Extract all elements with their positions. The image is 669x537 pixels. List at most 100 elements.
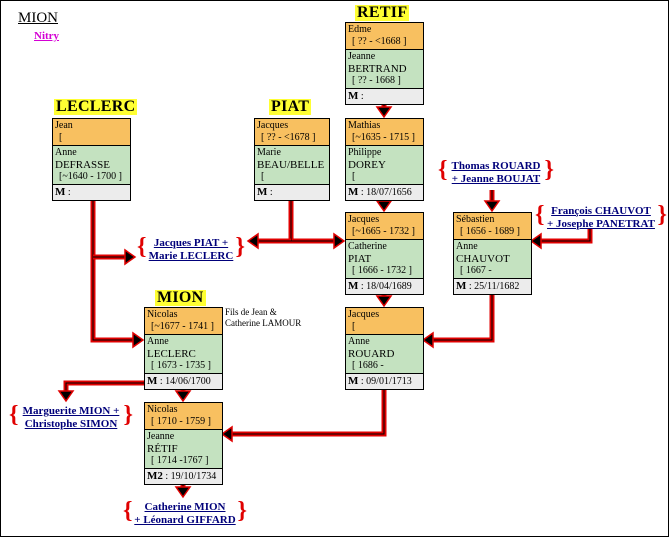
wife-first-name: Anne <box>348 336 370 347</box>
wife-first-name: Philippe <box>348 147 382 158</box>
marriage-date: : <box>267 187 273 198</box>
ancestor-link[interactable]: + Josephe PANETRAT <box>547 218 655 230</box>
right-brace-icon: } <box>237 498 247 524</box>
wife-dates: [ ?? - 1668 ] <box>352 75 401 86</box>
husband-dates: [ 1656 - 1689 ] <box>460 226 520 237</box>
marriage-row: M : 18/07/1656 <box>346 185 423 200</box>
wife-first-name: Anne <box>55 147 77 158</box>
sibling-link[interactable]: Christophe SIMON <box>24 418 118 430</box>
marriage-date: : 19/10/1734 <box>162 471 217 482</box>
arrow-left-icon <box>220 425 233 443</box>
husband-name: Mathias <box>348 120 381 131</box>
connector-leclerc-anne-core <box>92 189 134 341</box>
right-brace-icon: } <box>544 157 554 183</box>
right-brace-icon: } <box>657 202 667 228</box>
arrow-left-icon <box>529 232 542 250</box>
arrow-left-icon <box>246 232 259 250</box>
marriage-date: : 18/04/1689 <box>358 281 412 292</box>
marriage-row: M : 18/04/1689 <box>346 279 423 294</box>
husband-dates: [~1635 - 1715 ] <box>352 132 415 143</box>
marriage-date: : 25/11/1682 <box>466 281 520 292</box>
link-mion-giffard: { Catherine MION + Léonard GIFFARD } <box>123 498 247 527</box>
husband-dates: [~1665 - 1732 ] <box>352 226 415 237</box>
husband-cell: Nicolas[~1677 - 1741 ] <box>145 308 222 335</box>
marriage-label: M <box>348 280 359 292</box>
sibling-link[interactable]: Marguerite MION + <box>22 405 120 417</box>
arrow-down-icon <box>483 200 501 213</box>
parents-note: Fils de Jean & Catherine LAMOUR <box>225 307 301 329</box>
arrow-right-icon <box>124 248 137 266</box>
sibling-link[interactable]: Marie LECLERC <box>148 250 234 262</box>
wife-dates: [ <box>261 171 265 182</box>
arrow-down-icon <box>375 200 393 213</box>
wife-last-name: ROUARD <box>348 348 395 360</box>
husband-dates: [ <box>59 132 63 143</box>
husband-cell: Jacques[~1665 - 1732 ] <box>346 213 423 240</box>
marriage-row: M : <box>346 89 423 104</box>
marriage-label: M <box>257 186 268 198</box>
ancestor-link[interactable]: François CHAUVOT <box>551 205 651 217</box>
husband-name: Jacques <box>348 309 380 320</box>
ancestor-link[interactable]: Thomas ROUARD <box>451 160 541 172</box>
subtitle-link-nitry[interactable]: Nitry <box>34 30 60 42</box>
husband-name: Nicolas <box>147 404 178 415</box>
arrow-right-icon <box>132 331 145 349</box>
marriage-date: : 09/01/1713 <box>358 376 412 387</box>
marriage-row: M : 09/01/1713 <box>346 374 423 389</box>
husband-name: Jacques <box>348 214 380 225</box>
marriage-label: M <box>456 280 467 292</box>
family-label-mion: MION <box>155 289 206 306</box>
marriage-label: M <box>147 375 158 387</box>
husband-dates: [~1677 - 1741 ] <box>151 321 214 332</box>
left-brace-icon: { <box>9 402 19 428</box>
marriage-date: : 14/06/1700 <box>157 376 211 387</box>
sibling-link[interactable]: Jacques PIAT + <box>153 237 229 249</box>
ancestor-link[interactable]: + Jeanne BOUJAT <box>451 173 541 185</box>
link-chauvot-panetrat: { François CHAUVOT + Josephe PANETRAT } <box>535 202 667 231</box>
husband-cell: Jacques[ ?? - <1678 ] <box>255 119 329 146</box>
marriage-label: M <box>348 186 359 198</box>
wife-dates: [ 1714 -1767 ] <box>151 455 209 466</box>
wife-dates: [ 1673 - 1735 ] <box>151 360 211 371</box>
wife-first-name: Anne <box>456 241 478 252</box>
family-label-leclerc: LECLERC <box>54 98 138 115</box>
wife-dates: [ <box>352 171 356 182</box>
husband-cell: Jacques[ <box>346 308 423 335</box>
husband-name: Jean <box>55 120 73 131</box>
wife-last-name: RÉTIF <box>147 443 178 455</box>
connector-leclerc-anne <box>90 189 134 343</box>
wife-last-name: CHAUVOT <box>456 253 510 265</box>
wife-last-name: PIAT <box>348 253 372 265</box>
marriage-label: M <box>55 186 66 198</box>
husband-name: Edme <box>348 24 372 35</box>
wife-last-name: LECLERC <box>147 348 196 360</box>
descendant-link[interactable]: + Léonard GIFFARD <box>134 514 236 526</box>
family-label-retif: RETIF <box>355 4 410 21</box>
arrow-down-icon <box>174 390 192 403</box>
marriage-row: M : <box>53 185 130 200</box>
wife-last-name: BEAU/BELLE <box>257 159 325 171</box>
husband-cell: Jean[ <box>53 119 130 146</box>
wife-first-name: Jeanne <box>147 431 175 442</box>
wife-first-name: Jeanne <box>348 51 376 62</box>
arrow-left-icon <box>421 331 434 349</box>
marriage-label: M <box>348 375 359 387</box>
descendant-link[interactable]: Catherine MION <box>144 501 226 513</box>
wife-last-name: BERTRAND <box>348 63 407 75</box>
